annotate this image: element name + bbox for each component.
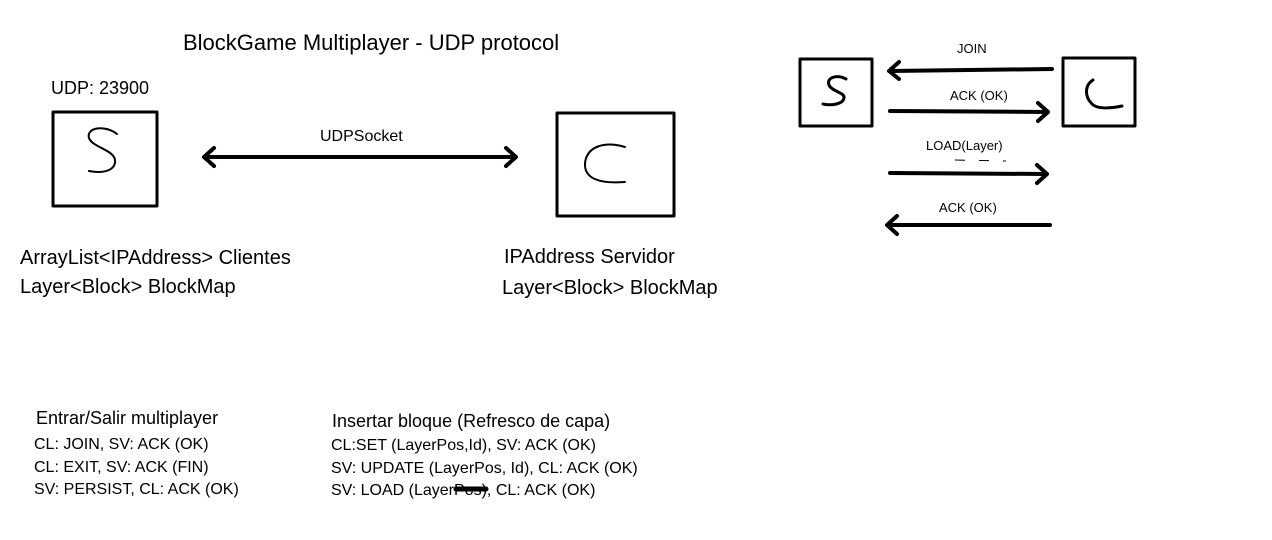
seq-arrowhead-ack-1 [1036, 101, 1050, 123]
seq-arrow-load [888, 171, 1048, 176]
insert-line-3-prefix: SV: LOAD (Layer [331, 482, 455, 499]
seq-client-c-glyph [1085, 78, 1124, 110]
seq-load-underline-scribble [954, 159, 1007, 162]
server-s-glyph [87, 127, 118, 173]
seq-arrowhead-join [887, 60, 901, 81]
diagram-title: BlockGame Multiplayer - UDP protocol [183, 30, 560, 55]
seq-label-join: JOIN [957, 41, 987, 56]
server-port-label: UDP: 23900 [51, 78, 150, 98]
join-line-2: CL: EXIT, SV: ACK (FIN) [34, 459, 209, 476]
client-field-blockmap: Layer<Block> BlockMap [502, 277, 718, 299]
insert-line-3-struck: Pos [454, 482, 482, 499]
client-c-glyph [583, 143, 626, 184]
insert-line-1: CL:SET (LayerPos,Id), SV: ACK (OK) [331, 437, 596, 454]
seq-client-box [1061, 56, 1137, 128]
udp-socket-arrowhead-right [504, 146, 518, 168]
join-line-1: CL: JOIN, SV: ACK (OK) [34, 436, 209, 453]
join-section-heading: Entrar/Salir multiplayer [36, 408, 219, 428]
client-box [555, 111, 676, 218]
seq-server-box [798, 57, 874, 128]
udp-socket-arrowhead-left [202, 146, 216, 168]
seq-label-load: LOAD(Layer) [926, 138, 1003, 153]
seq-arrowhead-load [1035, 163, 1049, 185]
join-line-3: SV: PERSIST, CL: ACK (OK) [34, 481, 239, 498]
server-box [51, 110, 159, 208]
client-field-server: IPAddress Servidor [504, 246, 675, 268]
seq-label-ack-2: ACK (OK) [939, 200, 997, 215]
insert-line-3-suffix: ), CL: ACK (OK) [481, 482, 596, 499]
seq-label-ack-1: ACK (OK) [950, 88, 1008, 103]
insert-line-3: SV: LOAD (LayerPos), CL: ACK (OK) [331, 483, 595, 499]
seq-arrow-ack-1 [888, 109, 1049, 114]
udp-socket-label: UDPSocket [320, 128, 403, 145]
server-field-blockmap: Layer<Block> BlockMap [20, 276, 236, 298]
insert-section-heading: Insertar bloque (Refresco de capa) [332, 411, 611, 431]
server-field-clients: ArrayList<IPAddress> Clientes [20, 247, 291, 269]
seq-arrowhead-ack-2 [885, 214, 899, 236]
seq-arrow-join [888, 67, 1054, 73]
insert-line-2: SV: UPDATE (LayerPos, Id), CL: ACK (OK) [331, 460, 638, 477]
seq-server-s-glyph [821, 75, 848, 107]
